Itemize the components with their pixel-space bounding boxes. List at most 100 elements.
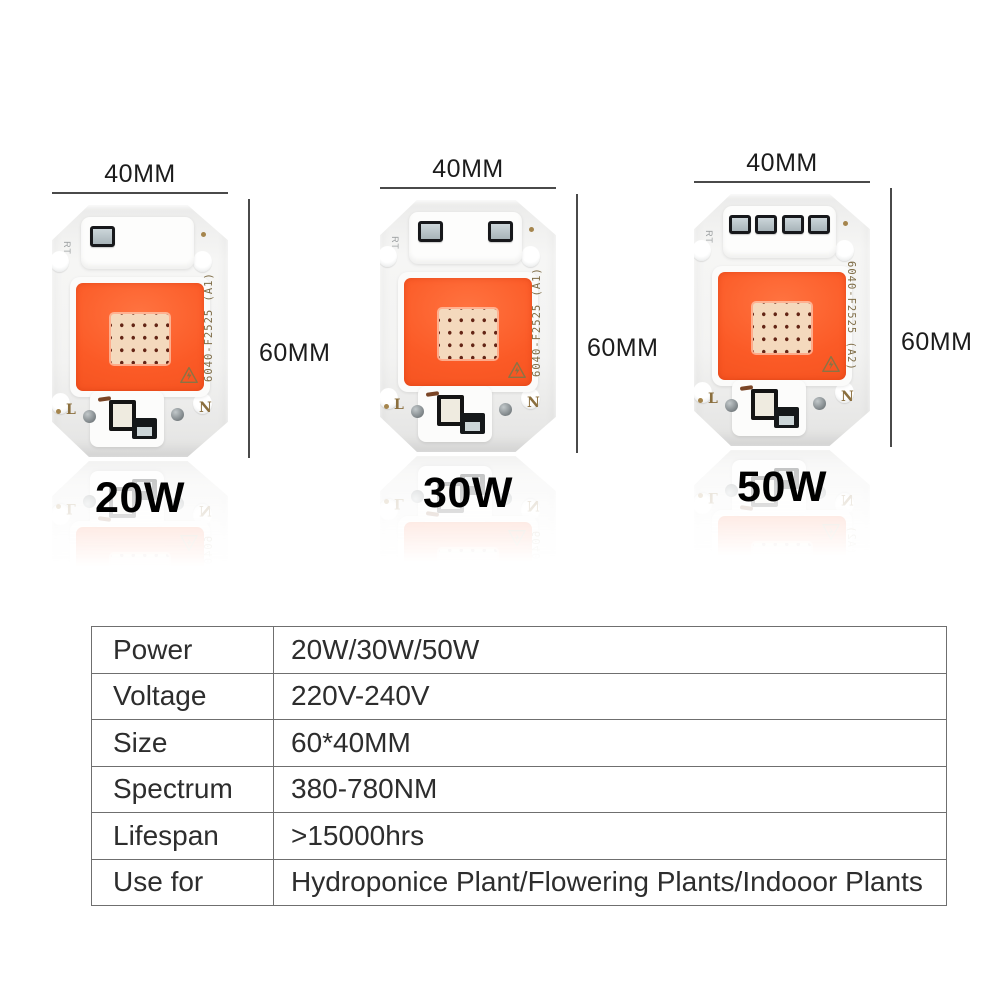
spec-row: Voltage 220V-240V <box>91 672 947 720</box>
mounting-hole <box>193 393 212 414</box>
pcb-board: RT 6040-F2525 (A2) <box>694 194 870 446</box>
terminal-l-label: L <box>708 391 718 407</box>
led-cob-chip-50w: RT 6040-F2525 (A2) <box>694 194 870 446</box>
width-dimension-label: 40MM <box>104 160 176 188</box>
mounting-hole <box>694 240 711 261</box>
smd-component <box>774 407 799 428</box>
solder-point <box>499 403 512 416</box>
high-voltage-warning-icon <box>508 361 526 379</box>
pcb-side-mark: RT <box>61 241 72 255</box>
spec-value-cell: 20W/30W/50W <box>273 626 947 674</box>
width-dimension-label: 40MM <box>746 149 818 177</box>
high-voltage-warning-icon <box>180 366 198 384</box>
mounting-hole <box>521 246 540 267</box>
spec-label-cell: Lifespan <box>91 812 274 860</box>
spec-row: Size 60*40MM <box>91 719 947 767</box>
mounting-hole <box>694 382 712 403</box>
width-dimension-line <box>52 192 228 194</box>
smd-component <box>729 215 751 234</box>
led-cob-chip-20w: RT 6040-F2525 (A1) <box>52 205 228 457</box>
spec-value-cell: >15000hrs <box>273 812 947 860</box>
smd-component <box>418 221 443 242</box>
ic-component <box>109 400 136 431</box>
mounting-hole <box>52 393 70 414</box>
terminal-l-label: L <box>394 397 404 413</box>
height-dimension-label: 60MM <box>587 334 659 362</box>
solder-point <box>83 410 96 423</box>
terminal-n-label: N <box>841 389 854 405</box>
led-emitter-area <box>404 278 532 386</box>
led-emitter-area <box>76 283 204 391</box>
spec-value-cell: 380-780NM <box>273 765 947 813</box>
spec-row: Lifespan >15000hrs <box>91 812 947 860</box>
mounting-hole <box>380 388 398 409</box>
product-panel-30w: 40MM RT <box>380 155 690 518</box>
pcb-side-mark: RT <box>703 230 714 244</box>
solder-point <box>725 399 738 412</box>
solder-pad-dot <box>56 409 61 414</box>
spec-label-cell: Power <box>91 626 274 674</box>
bottom-driver-module <box>732 380 806 436</box>
chip-code-text: 6040-F2525 (A1) <box>531 267 543 377</box>
terminal-n-label: N <box>199 400 212 416</box>
solder-pad-dot <box>201 232 206 237</box>
power-rating-label: 50W <box>737 463 827 511</box>
bottom-driver-module <box>418 386 492 442</box>
top-terminal-module <box>81 217 194 269</box>
chip-code-text: 6040-F2525 (A2) <box>845 261 857 371</box>
solder-point <box>813 397 826 410</box>
mounting-hole <box>52 251 69 272</box>
spec-label-cell: Size <box>91 719 274 767</box>
led-cob-chip-30w: RT 6040-F2525 (A1) <box>380 200 556 452</box>
smd-component <box>755 215 778 234</box>
chip-row: RT 6040-F2525 (A1) <box>52 199 362 458</box>
width-dimension: 40MM <box>52 160 228 194</box>
spec-label-cell: Voltage <box>91 672 274 720</box>
led-dot-grid <box>111 314 169 365</box>
solder-point <box>411 405 424 418</box>
width-dimension-line <box>380 187 556 189</box>
solder-pad-dot <box>843 221 848 226</box>
smd-component <box>132 418 157 439</box>
smd-component <box>460 413 485 434</box>
mounting-hole <box>835 382 854 403</box>
spec-value-cell: Hydroponice Plant/Flowering Plants/Indoo… <box>273 858 947 906</box>
mounting-hole <box>193 251 212 272</box>
smd-component <box>807 215 830 234</box>
mounting-hole <box>380 246 397 267</box>
high-voltage-warning-icon <box>822 355 840 373</box>
ic-component <box>437 395 464 426</box>
width-dimension-label: 40MM <box>432 155 504 183</box>
height-dimension-label: 60MM <box>259 339 331 367</box>
width-dimension-line <box>694 181 870 183</box>
pcb-board: RT 6040-F2525 (A1) <box>52 205 228 457</box>
width-dimension: 40MM <box>694 149 870 183</box>
solder-pad-dot <box>698 398 703 403</box>
pcb-board: RT 6040-F2525 (A1) <box>380 200 556 452</box>
height-dimension-line <box>248 199 250 458</box>
smd-component <box>781 215 804 234</box>
led-module <box>398 272 538 392</box>
solder-pad-dot <box>384 404 389 409</box>
chip-row: RT 6040-F2525 (A2) <box>694 188 1000 447</box>
spec-row: Spectrum 380-780NM <box>91 765 947 813</box>
spec-value-cell: 220V-240V <box>273 672 947 720</box>
top-terminal-module <box>723 206 836 258</box>
led-dot-grid <box>439 309 497 360</box>
mounting-hole <box>835 240 854 261</box>
mounting-hole <box>521 388 540 409</box>
ic-component <box>751 389 778 420</box>
height-dimension-line <box>890 188 892 447</box>
solder-pad-dot <box>529 227 534 232</box>
height-dimension-label: 60MM <box>901 328 973 356</box>
spec-row: Power 20W/30W/50W <box>91 626 947 674</box>
chip-code-text: 6040-F2525 (A1) <box>203 272 215 382</box>
height-dimension-line <box>576 194 578 453</box>
product-panel-20w: 40MM RT <box>52 160 362 523</box>
terminal-l-label: L <box>66 402 76 418</box>
product-panel-50w: 40MM RT <box>694 149 1000 512</box>
width-dimension: 40MM <box>380 155 556 189</box>
top-terminal-module <box>409 212 522 264</box>
chip-row: RT 6040-F2525 (A1) <box>380 194 690 453</box>
power-rating-label: 20W <box>95 474 185 522</box>
